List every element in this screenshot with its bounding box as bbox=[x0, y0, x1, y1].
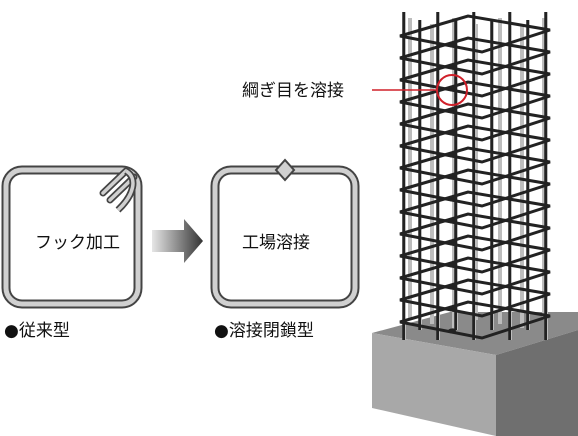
welded-ties bbox=[399, 14, 551, 340]
conventional-caption: ●従来型 bbox=[4, 321, 70, 341]
hooked-stirrup-diagram bbox=[1, 165, 143, 309]
welded-caption: ●溶接閉鎖型 bbox=[214, 321, 314, 341]
welded-stirrup-diagram bbox=[210, 158, 360, 309]
rebar-cage bbox=[399, 12, 551, 340]
welded-box-label: 工場溶接 bbox=[242, 233, 310, 253]
arrow-right-icon bbox=[152, 219, 203, 263]
weld-point bbox=[448, 328, 456, 334]
weld-highlight-circle bbox=[436, 74, 468, 106]
callout-label: 綱ぎ目を溶接 bbox=[242, 81, 344, 101]
hook-box-label: フック加工 bbox=[35, 233, 120, 253]
